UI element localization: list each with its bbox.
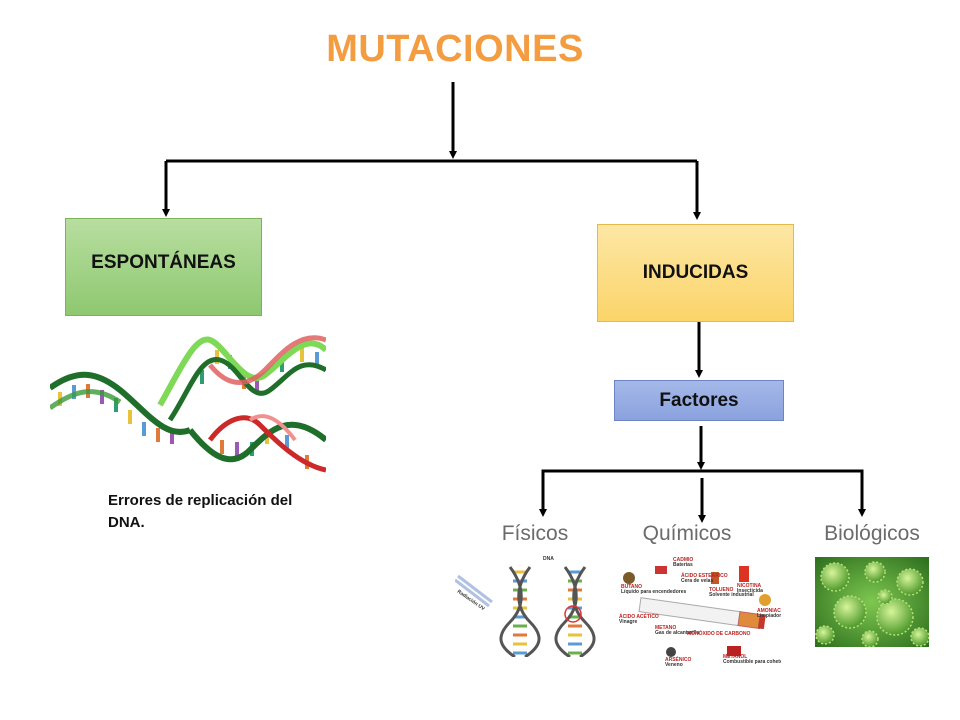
dna-base-pair: [128, 410, 132, 424]
fisicos-label: Físicos: [501, 522, 569, 545]
microbe: [896, 568, 924, 596]
espontaneas-label: ESPONTÁNEAS: [91, 252, 236, 273]
espontaneas-box: ESPONTÁNEAS: [65, 218, 262, 316]
branch-bottom: [541, 469, 864, 474]
dna-base-pair: [255, 380, 259, 394]
microbe: [820, 562, 850, 592]
dna-base-pair: [170, 430, 174, 444]
chemical-label: Veneno: [665, 662, 683, 666]
dna-base-pair: [156, 428, 160, 442]
inducidas-box: INDUCIDAS: [597, 224, 794, 322]
factores-box: Factores: [614, 380, 784, 421]
chemical-label: Combustible para cohetes: [723, 659, 781, 665]
inducidas-label: INDUCIDAS: [642, 262, 749, 283]
chemical-label: CADMIO: [673, 557, 693, 563]
microbe: [876, 598, 914, 636]
biologicos-label: Biológicos: [824, 522, 920, 545]
dna-base-pair: [220, 440, 224, 454]
espontaneas-note: Errores de replicación del DNA.: [108, 492, 293, 531]
chemical-label: METANOL: [723, 654, 747, 660]
microbe: [861, 630, 879, 647]
microbe: [910, 627, 929, 647]
page-title: MUTACIONES: [326, 28, 584, 70]
chemical-label: ARSÉNICO: [665, 655, 692, 663]
chemical-label: AMONIACO: [757, 608, 781, 614]
chemical-label: Cera de velas: [681, 578, 713, 584]
dna-label: DNA: [543, 556, 554, 562]
dna-base-pair: [142, 422, 146, 436]
microbe: [815, 625, 835, 645]
chemical-label: MONÓXIDO DE CARBONO: [687, 629, 750, 637]
dna-base-pair: [315, 352, 319, 366]
chemical-label: METANO: [655, 625, 676, 631]
dna-base-pair: [100, 390, 104, 404]
chemical-label: TOLUENO: [709, 587, 733, 593]
fisicos-dna-illustration: Radiación UV DNA: [455, 556, 596, 657]
dna-base-pair: [300, 348, 304, 362]
chemical-label: ÁCIDO ESTEÁRICO: [681, 572, 728, 579]
dna-replication-illustration: [50, 335, 326, 473]
microbe: [877, 589, 893, 605]
chemical-label: Gas de alcantarilla: [655, 630, 699, 636]
chemical-label: Insecticida: [737, 588, 763, 594]
dna-base-pair: [280, 358, 284, 372]
quimicos-label: Químicos: [642, 522, 732, 545]
chemical-label: Limpiador de inodoros: [757, 613, 781, 619]
dna-base-pair: [200, 370, 204, 384]
dna-base-pair: [114, 398, 118, 412]
chemical-label: Solvente industrial: [709, 592, 754, 598]
chemical-label: BUTANO: [621, 584, 642, 590]
dna-base-pair: [285, 435, 289, 449]
biologicos-microbes-image: [815, 557, 929, 647]
microbe: [864, 561, 886, 583]
chemical-label: NICOTINA: [737, 583, 762, 589]
dna-base-pair: [215, 350, 219, 364]
chemical-label: Líquido para encendedores: [621, 589, 687, 595]
factores-label: Factores: [659, 389, 739, 411]
chemical-label: Vinagre: [619, 619, 637, 625]
chemical-label: ÁCIDO ACÉTICO: [619, 612, 659, 620]
chemical-label: Baterías: [673, 562, 693, 568]
microbe: [833, 595, 867, 629]
dna-base-pair: [235, 442, 239, 456]
